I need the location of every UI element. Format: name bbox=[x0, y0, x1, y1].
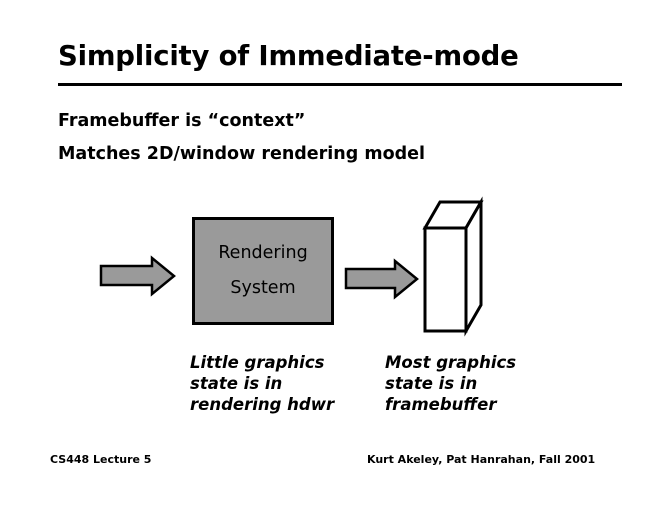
input-arrow-icon bbox=[99, 255, 176, 297]
output-arrow-icon bbox=[344, 258, 419, 300]
rendering-system-label-line1: Rendering bbox=[218, 243, 308, 263]
footer-authors-label: Kurt Akeley, Pat Hanrahan, Fall 2001 bbox=[367, 453, 596, 466]
rendering-system-label-line2: System bbox=[230, 277, 296, 298]
bullet-item-0: Framebuffer is “context” bbox=[58, 111, 306, 131]
bullet-item-1: Matches 2D/window rendering model bbox=[58, 144, 426, 164]
caption-left: Little graphics state is in rendering hd… bbox=[190, 353, 335, 415]
page-title: Simplicity of Immediate-mode bbox=[58, 40, 519, 72]
title-divider bbox=[58, 83, 622, 86]
rendering-system-box: Rendering System bbox=[192, 217, 334, 325]
footer-lecture-label: CS448 Lecture 5 bbox=[50, 453, 152, 466]
framebuffer-3d-box bbox=[422, 196, 484, 337]
caption-right: Most graphics state is in framebuffer bbox=[385, 353, 517, 415]
